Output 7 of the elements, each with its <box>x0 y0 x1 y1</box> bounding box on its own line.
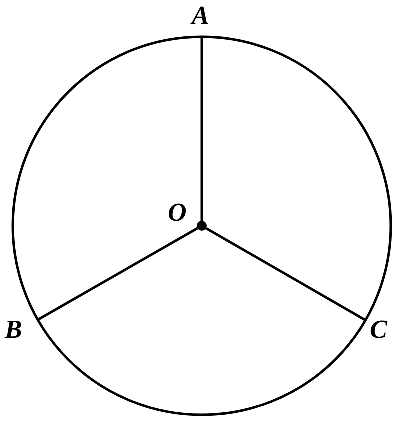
radius-line <box>37 227 198 322</box>
point-label: B <box>5 317 22 343</box>
point-label: A <box>192 3 210 29</box>
point-label: C <box>370 317 388 343</box>
point-label: O <box>168 200 187 226</box>
radius-line <box>206 227 366 322</box>
radius-line <box>200 37 204 221</box>
